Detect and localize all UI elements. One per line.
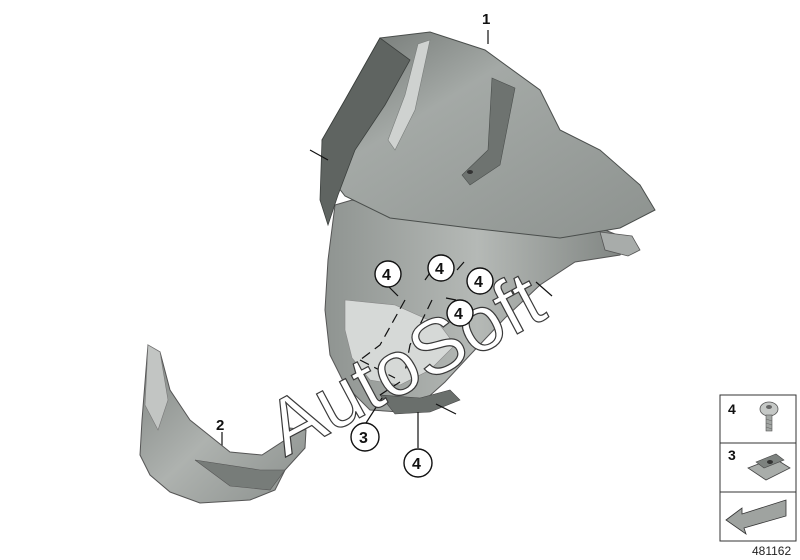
- svg-text:4: 4: [454, 306, 463, 323]
- callout-part-2: 2: [216, 417, 224, 434]
- guide-line-b: [404, 299, 433, 373]
- part-2-body: [139, 344, 307, 504]
- reference-number: 481162: [752, 544, 791, 558]
- fairing-recess: [387, 39, 431, 151]
- callout-screw-a: 4: [374, 260, 402, 288]
- fairing-bottom-lip: [379, 389, 461, 415]
- svg-text:4: 4: [435, 261, 444, 278]
- leader-screw-c: [456, 261, 465, 271]
- guide-line-c: [359, 359, 396, 379]
- callout-part-3: 3: [350, 422, 380, 452]
- svg-text:4: 4: [382, 267, 391, 284]
- guide-line-a: [359, 299, 406, 361]
- leader-left-edge: [309, 149, 329, 161]
- fairing-inner-opening: [344, 299, 456, 386]
- screw-icon: [759, 401, 779, 432]
- callout-screw-b: 4: [427, 254, 455, 282]
- guide-line-d: [379, 381, 401, 396]
- part-2-inner-fold: [194, 459, 286, 491]
- part-2-left-rib: [144, 344, 169, 431]
- speed-nut-icon: [747, 453, 791, 481]
- fairing-right-bracket: [599, 231, 641, 257]
- lower-trim-part-2: [139, 344, 307, 504]
- fairing-trim-part-1: [319, 31, 656, 415]
- svg-text:3: 3: [359, 430, 368, 447]
- legend-screw-label: 4: [728, 401, 736, 417]
- leader-bottom-right: [435, 403, 457, 415]
- callout-screw-c: 4: [466, 267, 494, 295]
- legend-clip-label: 3: [728, 447, 736, 463]
- svg-text:4: 4: [412, 456, 421, 473]
- fairing-left-flank: [319, 37, 411, 227]
- leader-screw-d: [445, 297, 457, 301]
- leader-screw-a: [387, 285, 399, 297]
- legend-panel: 4 3: [719, 394, 797, 542]
- arrow-icon: [725, 499, 787, 536]
- fairing-vent: [461, 77, 516, 186]
- leader-part-3: [365, 397, 383, 424]
- leader-right-edge: [535, 281, 553, 297]
- callout-screw-e: 4: [403, 448, 433, 478]
- callout-part-1: 1: [482, 11, 490, 28]
- callout-screw-d: 4: [446, 299, 474, 327]
- fairing-hole: [467, 170, 473, 174]
- svg-text:4: 4: [474, 274, 483, 291]
- mounting-guides: [359, 299, 433, 396]
